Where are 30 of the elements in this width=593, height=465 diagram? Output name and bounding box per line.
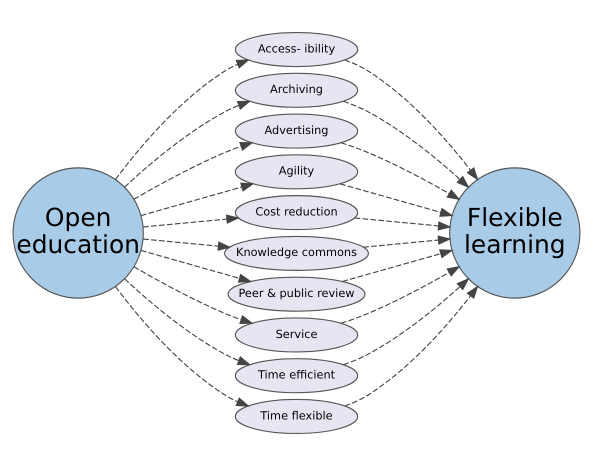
arrow — [344, 58, 478, 180]
arrow — [343, 277, 470, 365]
node-ellipse: Agility — [234, 154, 358, 189]
node-ellipse: Advertising — [234, 113, 358, 148]
node-ellipse: Cost reduction — [234, 194, 358, 230]
node-ellipse: Time flexible — [234, 398, 358, 434]
arrow — [340, 182, 454, 216]
node-ellipse: Archiving — [234, 72, 358, 108]
node-circle: Open education — [12, 166, 144, 298]
arrow — [140, 182, 254, 216]
arrow — [344, 284, 478, 406]
node-ellipse: Access- ibility — [234, 31, 358, 67]
arrow — [363, 234, 452, 248]
arrow — [340, 265, 461, 324]
arrow — [134, 266, 254, 324]
arrow — [354, 216, 452, 230]
node-ellipse: Service — [234, 316, 358, 352]
node-ellipse: Knowledge commons — [224, 235, 369, 270]
arrow — [143, 238, 232, 250]
arrow — [340, 142, 461, 200]
node-ellipse: Peer & public review — [227, 276, 366, 312]
arrow — [134, 141, 254, 200]
arrow — [140, 249, 252, 282]
arrow — [115, 58, 250, 180]
arrow — [115, 286, 250, 406]
arrow — [143, 214, 240, 228]
arrow — [124, 100, 252, 188]
arrow — [343, 100, 470, 188]
arrow — [124, 278, 252, 365]
node-ellipse: Time efficient — [234, 358, 358, 393]
